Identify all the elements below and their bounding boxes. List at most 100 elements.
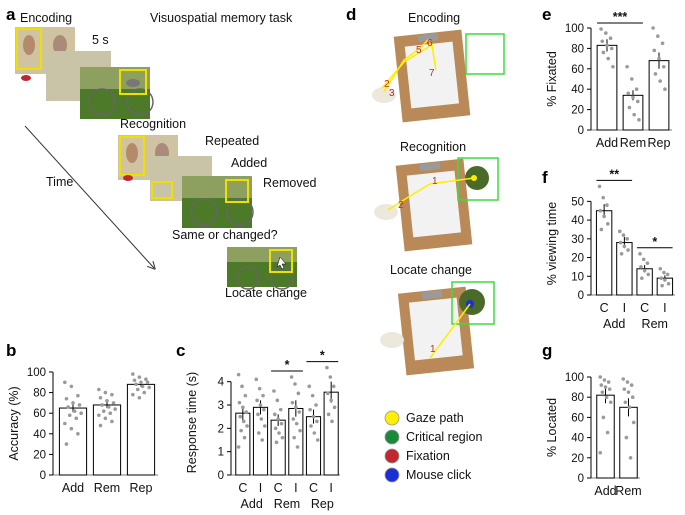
data-point — [621, 377, 626, 381]
data-point — [110, 419, 114, 424]
legend-label: Gaze path — [406, 411, 464, 425]
critical-region-box — [465, 33, 505, 75]
task-title: Visuospatial memory task — [150, 11, 293, 25]
legend-label: Critical region — [406, 430, 482, 444]
data-point — [63, 421, 67, 426]
data-point — [238, 414, 243, 419]
data-point — [98, 395, 103, 400]
data-point — [257, 431, 261, 435]
gaze-locate-scene: 1 — [380, 281, 495, 376]
data-point — [331, 384, 336, 389]
data-point — [325, 391, 330, 396]
data-point — [276, 417, 280, 421]
data-point — [243, 393, 248, 398]
gaze-fixation-marker: 1 — [432, 176, 438, 187]
data-point — [98, 423, 103, 428]
x-tick-label: Add — [62, 481, 84, 495]
y-axis-title: % Located — [545, 398, 559, 457]
bar — [619, 406, 638, 479]
data-point — [137, 375, 142, 379]
data-point — [144, 377, 148, 382]
y-tick-label: 1 — [218, 447, 224, 459]
data-point — [139, 380, 143, 385]
data-point — [608, 400, 613, 405]
data-point — [274, 440, 279, 445]
panel-letter-e: e — [542, 5, 551, 24]
data-point — [638, 252, 642, 256]
data-point — [79, 411, 83, 416]
data-point — [239, 428, 243, 433]
data-point — [135, 387, 140, 392]
data-point — [280, 435, 285, 440]
data-point — [131, 372, 135, 376]
y-tick-label: 40 — [571, 433, 584, 445]
gaze-encoding-scene: 2 3 5 6 7 — [372, 29, 505, 123]
data-point — [236, 372, 241, 377]
recognition-image-stack — [118, 135, 254, 228]
data-point — [658, 266, 663, 271]
data-point — [307, 384, 312, 389]
data-point — [640, 276, 644, 280]
data-point — [142, 390, 147, 395]
y-tick-label: 50 — [571, 196, 584, 208]
data-point — [635, 99, 640, 104]
data-point — [604, 395, 609, 400]
bar — [636, 268, 653, 296]
data-point — [657, 56, 661, 61]
data-point — [244, 410, 249, 414]
data-point — [103, 416, 108, 421]
y-tick-label: 3 — [218, 400, 224, 412]
bar — [305, 416, 322, 476]
data-point — [605, 203, 609, 207]
data-point — [663, 278, 667, 282]
x-tick-label: C — [600, 301, 609, 315]
data-point — [329, 398, 333, 403]
data-point — [309, 424, 313, 428]
data-point — [661, 64, 666, 69]
legend-swatch — [384, 410, 400, 426]
data-point — [108, 411, 113, 416]
y-axis-title: Accuracy (%) — [7, 386, 21, 460]
data-point — [241, 405, 245, 410]
y-tick-label: 20 — [33, 449, 46, 461]
data-point — [310, 393, 315, 398]
data-point — [606, 380, 611, 384]
y-tick-label: 40 — [571, 215, 584, 227]
x-tick-label: I — [663, 301, 666, 315]
data-point — [97, 387, 101, 392]
data-point — [245, 424, 249, 428]
x-tick-label: C — [238, 481, 247, 495]
data-point — [326, 412, 331, 417]
y-tick-label: 0 — [578, 125, 584, 137]
data-point — [630, 395, 635, 400]
significance-label: *** — [613, 10, 628, 24]
y-tick-label: 0 — [578, 290, 584, 302]
data-point — [605, 43, 609, 48]
y-tick-label: 30 — [571, 234, 584, 246]
data-point — [330, 419, 334, 424]
data-point — [64, 396, 69, 401]
bar — [323, 391, 339, 476]
data-point — [74, 416, 79, 421]
y-tick-label: 20 — [571, 105, 584, 117]
y-tick-label: 40 — [33, 429, 46, 441]
time-arrow — [24, 125, 154, 268]
x-tick-label: Add — [594, 484, 616, 498]
y-tick-label: 100 — [565, 372, 584, 384]
panel-letter-d: d — [346, 5, 356, 24]
data-point — [658, 79, 662, 83]
removed-label: Removed — [263, 176, 317, 190]
duration-label: 5 s — [92, 33, 109, 47]
data-point — [100, 403, 104, 407]
data-point — [101, 409, 106, 413]
data-point — [652, 48, 657, 53]
data-point — [639, 265, 643, 269]
data-point — [131, 392, 135, 397]
legend-swatch — [384, 467, 400, 483]
gaze-fixation-marker: 7 — [429, 68, 435, 79]
